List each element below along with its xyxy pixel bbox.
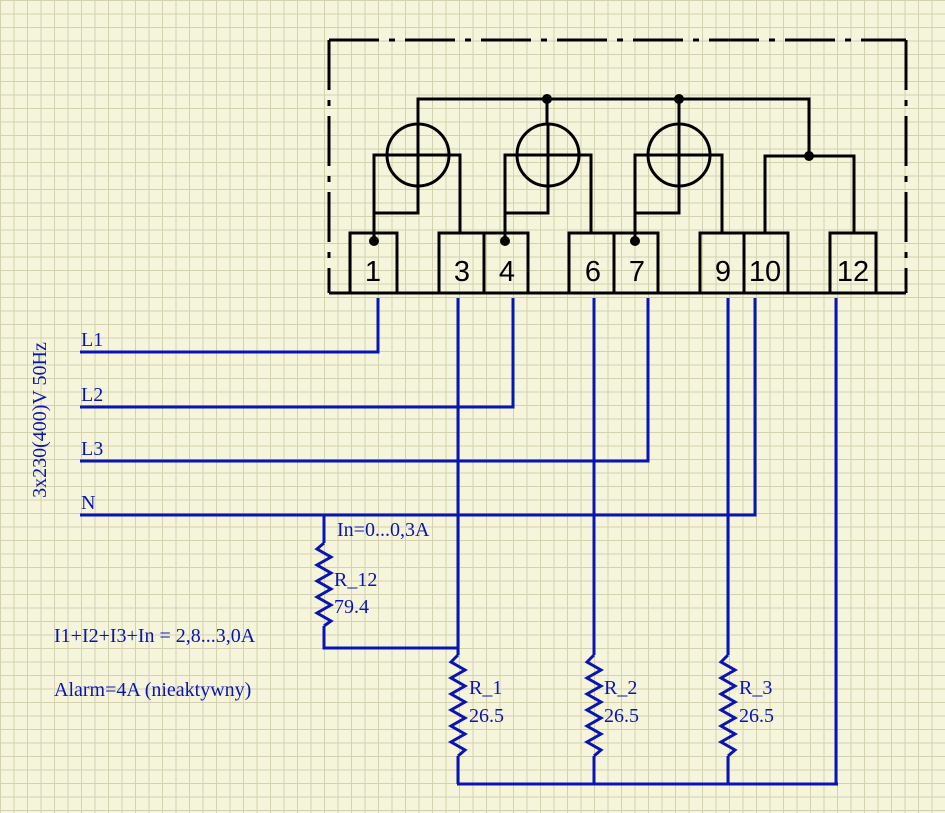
- line-l3-wire: [80, 298, 650, 463]
- line-l2-label: L2: [81, 384, 103, 406]
- element-2-voltage-lead: [505, 186, 550, 215]
- resistor-r2-name: R_2: [604, 677, 637, 699]
- line-n-wire: [80, 298, 757, 517]
- junction-dot: [804, 151, 814, 161]
- line-l1-wire: [80, 298, 380, 354]
- resistor-r3-icon: [717, 653, 739, 758]
- resistor-r12-value: 79.4: [334, 596, 369, 618]
- element-2-right-lead: [579, 153, 593, 233]
- neutral-branch: [763, 154, 856, 233]
- terminal-7: [612, 231, 660, 295]
- voltage-bus: [416, 97, 811, 156]
- terminal-label: 12: [837, 256, 869, 288]
- resistor-r2-icon: [583, 653, 605, 758]
- terminal-label: 10: [749, 256, 781, 288]
- r12-bottom-lead: [322, 626, 458, 650]
- element-1-left-lead: [372, 153, 387, 241]
- terminal-4: [482, 231, 530, 295]
- terminal-label: 7: [629, 256, 645, 288]
- line-n-label: N: [81, 492, 95, 514]
- meter-enclosure: [327, 38, 908, 295]
- supply-voltage-label: 3x230(400)V 50Hz: [29, 342, 51, 498]
- element-3-left-lead: [633, 153, 648, 241]
- labels: 3x230(400)V 50Hz L1 L2 L3 N In=0...0,3A …: [29, 329, 774, 727]
- terminal-1: [348, 231, 399, 295]
- terminal-10: [742, 231, 790, 295]
- resistor-r12-name: R_12: [334, 569, 377, 591]
- element-3-voltage-lead: [635, 186, 681, 215]
- junction-dot: [369, 236, 379, 246]
- terminal-label: 3: [454, 256, 470, 288]
- resistor-r3-value: 26.5: [739, 705, 774, 727]
- alarm-note: Alarm=4A (nieaktywny): [54, 679, 251, 701]
- resistor-r1-name: R_1: [469, 677, 502, 699]
- neutral-current-range: In=0...0,3A: [337, 519, 430, 541]
- line-l1-label: L1: [81, 329, 103, 351]
- resistor-r1-value: 26.5: [469, 705, 504, 727]
- element-3-right-lead: [710, 153, 724, 233]
- meter-internal-wiring: [369, 94, 856, 246]
- junction-dot: [630, 236, 640, 246]
- line-l3-label: L3: [81, 438, 103, 460]
- terminal-label: 6: [585, 256, 601, 288]
- terminal-label: 9: [715, 256, 731, 288]
- resistor-r2-value: 26.5: [604, 705, 639, 727]
- terminal-12: [828, 231, 878, 295]
- terminal-block: 1 3 4 6 7 9 10 12: [348, 231, 878, 295]
- resistor-r3-name: R_3: [739, 677, 772, 699]
- terminal-label: 4: [499, 256, 515, 288]
- terminal-label: 1: [365, 256, 381, 288]
- element-1-voltage-lead: [374, 186, 420, 215]
- resistor-r12-icon: [313, 541, 335, 628]
- junction-dot: [500, 236, 510, 246]
- element-1-right-lead: [449, 153, 462, 233]
- sum-current-range: I1+I2+I3+In = 2,8...3,0A: [54, 625, 256, 647]
- resistor-r1-icon: [447, 653, 469, 758]
- external-wiring: [80, 298, 838, 786]
- element-2-left-lead: [503, 153, 517, 241]
- line-l2-wire: [80, 298, 515, 409]
